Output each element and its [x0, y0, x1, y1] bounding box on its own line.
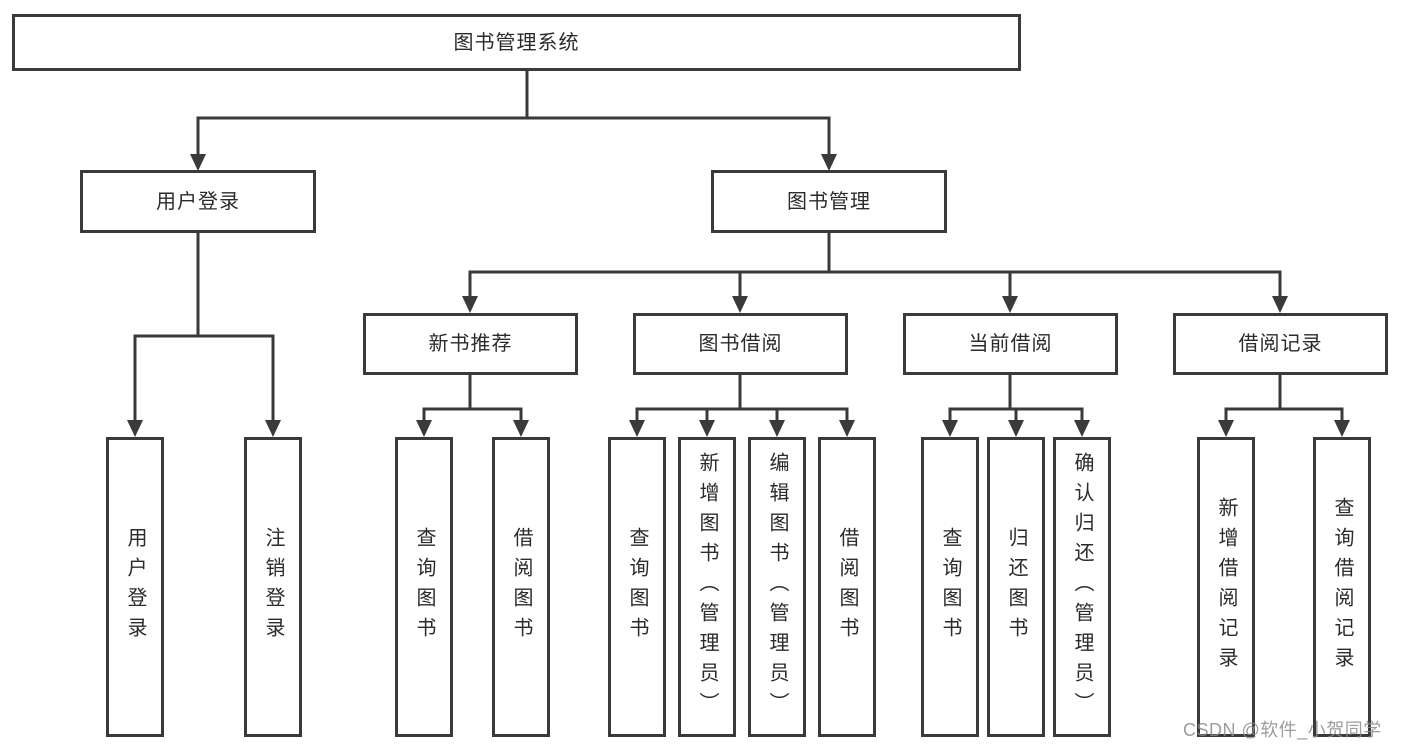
arrowhead — [1008, 420, 1024, 437]
node-borrow-borrow-books: 借阅图书 — [818, 437, 876, 737]
connector-borrow-split — [635, 407, 849, 422]
arrowhead — [732, 296, 748, 313]
node-logout-action: 注销登录 — [244, 437, 302, 737]
arrowhead — [769, 420, 785, 437]
arrowhead — [1218, 420, 1234, 437]
csdn-watermark: CSDN @软件_小贺同学 — [1183, 720, 1382, 740]
arrowhead — [629, 420, 645, 437]
arrowhead — [462, 296, 478, 313]
node-borrow-add-books-admin: 新增图书（管理员） — [678, 437, 736, 737]
arrowheads — [127, 154, 1350, 437]
node-recommend-borrow-books: 借阅图书 — [492, 437, 550, 737]
arrowhead — [265, 420, 281, 437]
node-root-system: 图书管理系统 — [12, 14, 1021, 71]
connector-bookmgmt-split — [468, 270, 1282, 298]
node-new-book-recommend: 新书推荐 — [363, 313, 578, 375]
node-current-query-books: 查询图书 — [921, 437, 979, 737]
arrowhead — [1272, 296, 1288, 313]
node-current-borrow: 当前借阅 — [903, 313, 1118, 375]
node-recommend-query-books: 查询图书 — [395, 437, 453, 737]
node-records-query-record: 查询借阅记录 — [1313, 437, 1371, 737]
arrowhead — [839, 420, 855, 437]
arrowhead — [127, 420, 143, 437]
node-borrow-query-books: 查询图书 — [608, 437, 666, 737]
node-book-borrow: 图书借阅 — [633, 313, 848, 375]
node-borrow-edit-books-admin: 编辑图书（管理员） — [748, 437, 806, 737]
node-user-login: 用户登录 — [80, 170, 316, 233]
connector-records-split — [1224, 407, 1344, 422]
node-login-action: 用户登录 — [106, 437, 164, 737]
node-current-return-books: 归还图书 — [987, 437, 1045, 737]
node-current-confirm-return-admin: 确认归还（管理员） — [1053, 437, 1111, 737]
node-records-add-record: 新增借阅记录 — [1197, 437, 1255, 737]
arrowhead — [1334, 420, 1350, 437]
arrowhead — [699, 420, 715, 437]
arrowhead — [821, 154, 837, 171]
node-borrow-records: 借阅记录 — [1173, 313, 1388, 375]
connector-recommend-split — [422, 407, 523, 422]
node-book-management: 图书管理 — [711, 170, 947, 233]
arrowhead — [942, 420, 958, 437]
connector-root-split — [196, 116, 831, 157]
arrowhead — [1002, 296, 1018, 313]
arrowhead — [190, 154, 206, 171]
arrowhead — [416, 420, 432, 437]
arrowhead — [1074, 420, 1090, 437]
arrowhead — [513, 420, 529, 437]
connector-userlogin-split — [133, 334, 275, 422]
